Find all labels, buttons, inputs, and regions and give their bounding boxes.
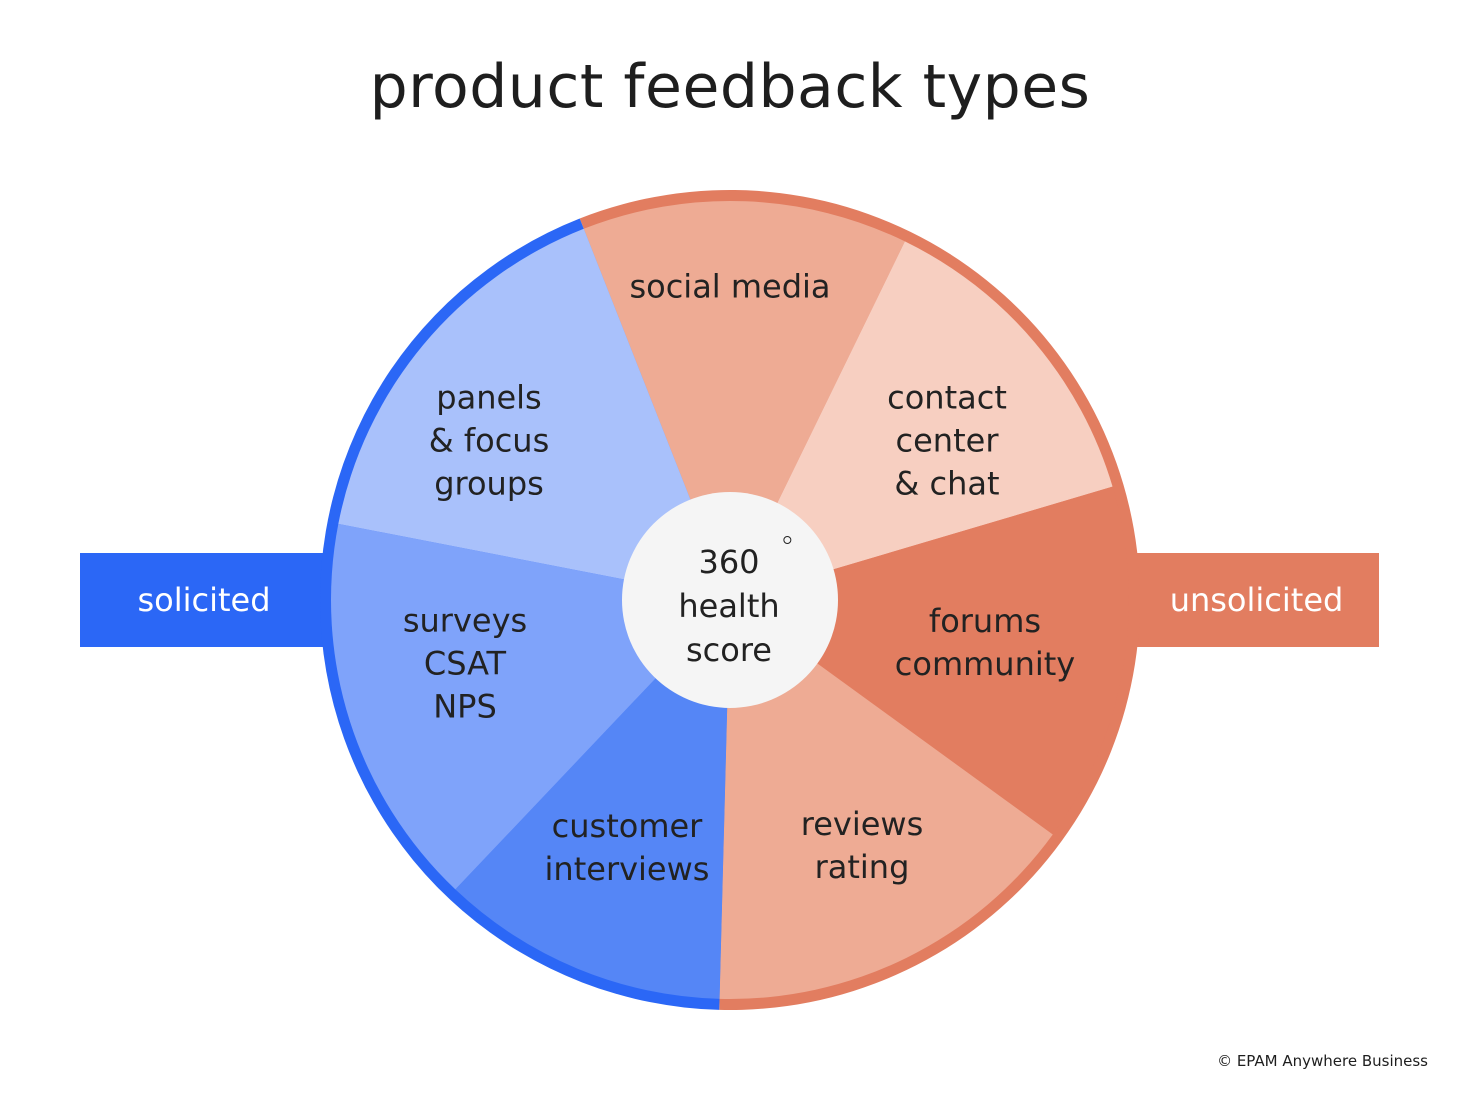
- segment-line: & chat: [894, 464, 1000, 503]
- segment-line: CSAT: [423, 644, 507, 683]
- segment-social-media: [583, 201, 905, 600]
- segment-label-contact-center: contact center & chat: [887, 377, 1007, 506]
- segment-line: panels: [436, 378, 542, 417]
- center-score-label: 360 health score: [678, 536, 792, 672]
- segment-line: center: [895, 421, 999, 460]
- segment-line: surveys: [402, 601, 528, 640]
- segment-customer-interviews: [455, 600, 730, 999]
- unsolicited-label: unsolicited: [1169, 581, 1344, 619]
- center-circle: [622, 492, 838, 708]
- segment-line: forums: [928, 602, 1042, 640]
- segment-contact-center: [730, 241, 1113, 601]
- segment-label-social-media: social media: [629, 266, 830, 309]
- segment-line: & focus: [428, 421, 550, 460]
- segment-line: NPS: [433, 687, 497, 726]
- diagram-title: product feedback types: [369, 52, 1091, 122]
- center-line-health: health: [678, 587, 780, 625]
- segment-line: interviews: [544, 850, 710, 888]
- segment-label-surveys: surveys CSAT NPS: [403, 600, 527, 729]
- segment-panels: [338, 228, 730, 600]
- segment-line: contact: [887, 378, 1007, 417]
- solicited-label: solicited: [137, 581, 271, 619]
- segment-label-forums: forums community: [895, 600, 1075, 686]
- segment-line: customer: [551, 807, 703, 845]
- segment-line: social media: [629, 267, 831, 306]
- unsolicited-tag: unsolicited: [1134, 553, 1379, 647]
- segment-label-reviews: reviews rating: [801, 803, 924, 889]
- segment-line: community: [894, 645, 1076, 683]
- segment-line: reviews: [800, 805, 924, 843]
- center-number: 360: [678, 536, 792, 584]
- center-line-score: score: [686, 631, 772, 669]
- solicited-tag: solicited: [80, 553, 328, 647]
- segment-line: rating: [814, 848, 910, 886]
- copyright-notice: © EPAM Anywhere Business: [1217, 1052, 1428, 1070]
- segment-label-panels: panels & focus groups: [429, 377, 550, 506]
- segment-label-customer-interviews: customer interviews: [545, 805, 710, 891]
- segment-line: groups: [434, 464, 544, 503]
- segment-reviews: [719, 600, 1053, 1000]
